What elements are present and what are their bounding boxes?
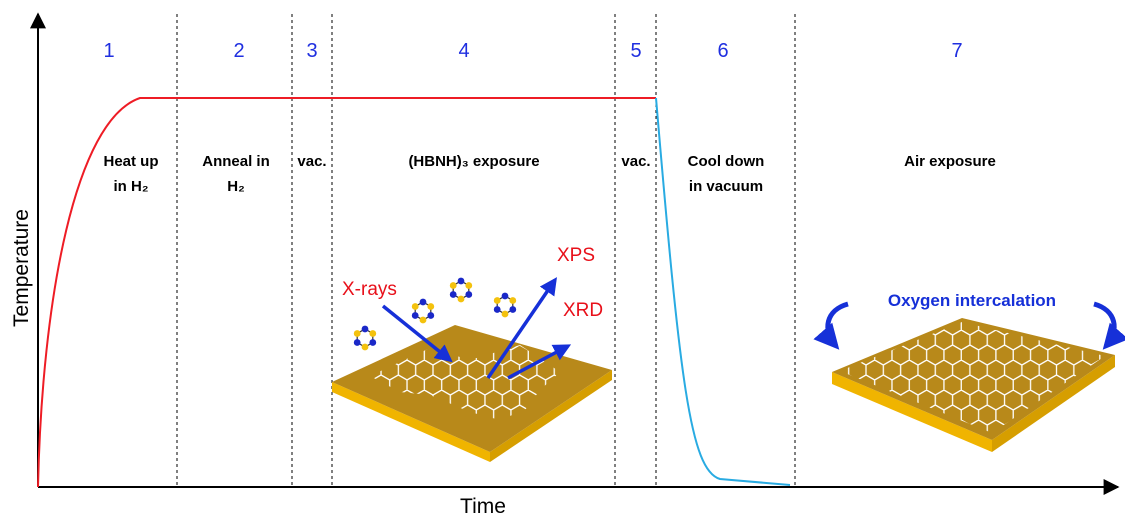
phase-number: 2 bbox=[233, 40, 244, 62]
phase-label: H₂ bbox=[227, 178, 245, 195]
phase-label: in H₂ bbox=[114, 178, 149, 195]
y-axis-label: Temperature bbox=[10, 209, 33, 327]
heating-curve bbox=[37, 97, 656, 488]
phase-label: vac. bbox=[297, 153, 326, 170]
phase-label: Cool down bbox=[688, 153, 765, 170]
xps-label: XPS bbox=[557, 245, 595, 266]
substrate-side-right bbox=[490, 370, 612, 462]
substrate-side-front bbox=[332, 382, 490, 462]
phase-number: 7 bbox=[951, 40, 962, 62]
substrate-side-front bbox=[832, 372, 992, 452]
phase-number: 6 bbox=[717, 40, 728, 62]
borazine-molecule-icon bbox=[493, 292, 517, 318]
xps-arrow bbox=[486, 277, 557, 379]
substrate-partial bbox=[332, 325, 612, 462]
phase-label: in vacuum bbox=[689, 178, 763, 195]
phase-number: 4 bbox=[458, 40, 469, 62]
oxygen-intercalation-label: Oxygen intercalation bbox=[888, 291, 1056, 310]
x-axis-label: Time bbox=[460, 495, 506, 518]
borazine-molecule-icon bbox=[449, 277, 473, 303]
xrd-label: XRD bbox=[563, 300, 603, 321]
beam-arrows bbox=[381, 277, 572, 380]
xray-arrow bbox=[381, 304, 453, 363]
borazine-molecule-icon bbox=[353, 325, 377, 351]
phase-number: 1 bbox=[103, 40, 114, 62]
xrays-label: X-rays bbox=[342, 279, 397, 300]
substrate-full bbox=[832, 318, 1115, 452]
phase-dividers bbox=[176, 14, 796, 487]
borazine-molecule-icon bbox=[411, 298, 435, 324]
phase-number: 5 bbox=[630, 40, 641, 62]
phase-number: 3 bbox=[306, 40, 317, 62]
substrate-side-right bbox=[992, 355, 1115, 452]
phase-label: vac. bbox=[621, 153, 650, 170]
phase-label: Air exposure bbox=[904, 153, 996, 170]
curved-arrow-icon bbox=[1093, 301, 1125, 350]
phase-label: Heat up bbox=[103, 153, 158, 170]
phase-label: Anneal in bbox=[202, 153, 270, 170]
curved-arrow-icon bbox=[813, 301, 849, 350]
curved-arrows bbox=[813, 301, 1125, 350]
xrd-arrow bbox=[507, 344, 572, 380]
phase-label: (HBNH)₃ exposure bbox=[408, 153, 539, 170]
phase-numbers: 1 2 3 4 5 6 7 bbox=[103, 40, 962, 62]
phase-labels: Heat up in H₂ Anneal in H₂ vac. (HBNH)₃ … bbox=[103, 153, 995, 195]
cooling-curve bbox=[655, 97, 791, 486]
